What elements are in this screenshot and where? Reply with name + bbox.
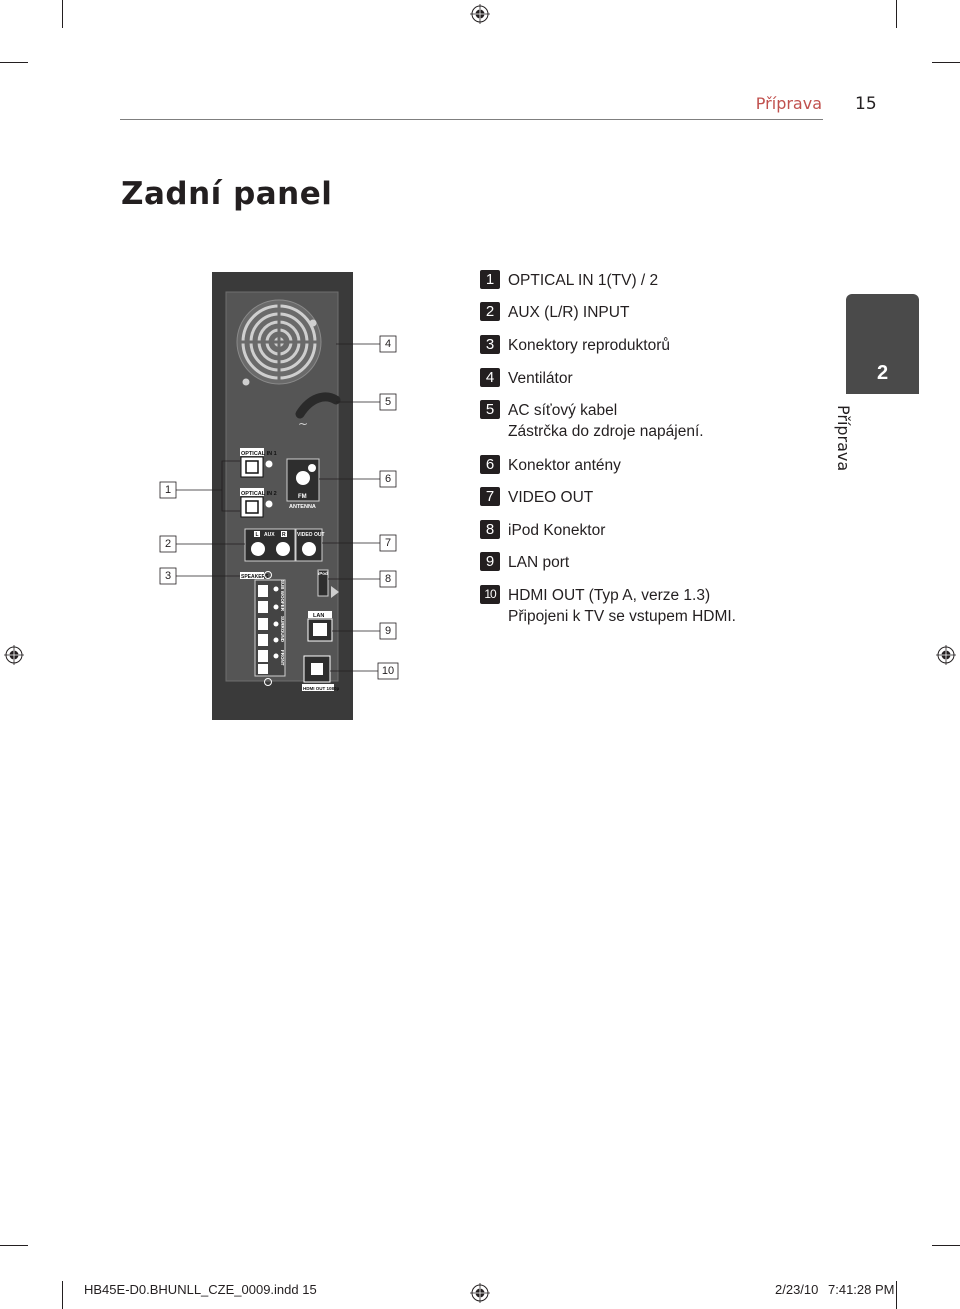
legend-number: 5 bbox=[480, 400, 500, 419]
legend-number: 8 bbox=[480, 520, 500, 539]
legend-text: Konektor antény bbox=[508, 457, 621, 474]
optical-in-2-label: OPTICAL IN 2 bbox=[241, 491, 277, 497]
legend-text: AUX (L/R) INPUT bbox=[508, 304, 630, 321]
hdmi-out-label: HDMI OUT 1080p bbox=[303, 686, 340, 691]
legend-text: LAN port bbox=[508, 554, 570, 571]
svg-text:~: ~ bbox=[298, 417, 308, 431]
callout-label: 9 bbox=[384, 625, 392, 637]
crop-mark bbox=[0, 62, 28, 63]
chapter-tab bbox=[846, 294, 919, 394]
legend-item: 3 Konektory reproduktorů bbox=[480, 335, 670, 356]
rear-panel-illustration: ~ OPTICAL IN 1 OPTICAL IN 2 FM ANTENNA L… bbox=[159, 272, 399, 720]
lan-label: LAN bbox=[313, 613, 324, 619]
callout-label: 4 bbox=[384, 338, 392, 350]
crop-mark bbox=[62, 1281, 63, 1309]
legend-text: Připojeni k TV se vstupem HDMI. bbox=[508, 608, 736, 625]
antenna-label: ANTENNA bbox=[289, 504, 316, 510]
chapter-tab-label: Příprava bbox=[834, 405, 853, 472]
crop-mark bbox=[0, 1245, 28, 1246]
legend-text: VIDEO OUT bbox=[508, 489, 594, 506]
legend-text: Zástrčka do zdroje napájení. bbox=[508, 423, 704, 440]
footer-time: 7:41:28 PM bbox=[828, 1282, 895, 1297]
registration-mark-icon bbox=[470, 1283, 490, 1303]
crop-mark bbox=[932, 62, 960, 63]
aux-label: AUX bbox=[264, 532, 275, 538]
legend-text: AC síťový kabel bbox=[508, 402, 618, 419]
legend-number: 4 bbox=[480, 368, 500, 387]
legend-item: 7 VIDEO OUT bbox=[480, 487, 593, 508]
legend-item: 9 LAN port bbox=[480, 552, 569, 573]
registration-mark-icon bbox=[936, 645, 956, 665]
page-title: Zadní panel bbox=[121, 176, 333, 212]
svg-text:R: R bbox=[282, 532, 286, 538]
registration-mark-icon bbox=[4, 645, 24, 665]
footer-file-name: HB45E-D0.BHUNLL_CZE_0009.indd 15 bbox=[84, 1282, 317, 1297]
registration-mark-icon bbox=[470, 4, 490, 24]
callout-label: 10 bbox=[381, 665, 395, 677]
legend-text: Ventilátor bbox=[508, 370, 573, 387]
legend-text: OPTICAL IN 1(TV) / 2 bbox=[508, 272, 659, 289]
crop-mark bbox=[62, 0, 63, 28]
svg-text:FRONT: FRONT bbox=[280, 650, 285, 666]
ac-cord-icon: ~ bbox=[295, 392, 341, 431]
svg-text:SURROUND: SURROUND bbox=[280, 616, 285, 643]
speakers-label: SPEAKERS bbox=[241, 574, 269, 580]
header-page-number: 15 bbox=[855, 94, 877, 114]
legend-item: 10 HDMI OUT (Typ A, verze 1.3) Připojeni… bbox=[480, 585, 736, 627]
fm-label: FM bbox=[298, 494, 307, 500]
footer-date: 2/23/10 bbox=[775, 1282, 819, 1297]
crop-mark bbox=[896, 0, 897, 28]
legend-text: HDMI OUT (Typ A, verze 1.3) bbox=[508, 587, 711, 604]
callout-label: 3 bbox=[164, 570, 172, 582]
header-divider bbox=[120, 119, 823, 120]
callout-label: 2 bbox=[164, 538, 172, 550]
callout-label: 5 bbox=[384, 396, 392, 408]
svg-text:SUB WOOFER: SUB WOOFER bbox=[280, 580, 285, 612]
svg-text:L: L bbox=[256, 532, 259, 538]
legend-text: Konektory reproduktorů bbox=[508, 337, 670, 354]
ipod-label: iPod bbox=[318, 571, 328, 576]
video-out-label: VIDEO OUT bbox=[297, 532, 325, 538]
crop-mark bbox=[932, 1245, 960, 1246]
legend-item: 4 Ventilátor bbox=[480, 368, 573, 389]
legend-item: 2 AUX (L/R) INPUT bbox=[480, 302, 629, 323]
legend-item: 5 AC síťový kabel Zástrčka do zdroje nap… bbox=[480, 400, 704, 442]
legend-text: iPod Konektor bbox=[508, 522, 606, 539]
header-section-title: Příprava bbox=[755, 94, 822, 113]
legend-number: 2 bbox=[480, 302, 500, 321]
legend-number: 3 bbox=[480, 335, 500, 354]
optical-in-1-label: OPTICAL IN 1 bbox=[241, 451, 277, 457]
crop-mark bbox=[896, 1281, 897, 1309]
legend-item: 8 iPod Konektor bbox=[480, 520, 605, 541]
legend-number: 9 bbox=[480, 552, 500, 571]
fan-icon bbox=[236, 299, 322, 385]
callout-label: 8 bbox=[384, 573, 392, 585]
legend-number: 10 bbox=[480, 585, 500, 604]
callout-label: 7 bbox=[384, 537, 392, 549]
legend-item: 6 Konektor antény bbox=[480, 455, 621, 476]
callout-label: 6 bbox=[384, 473, 392, 485]
legend-number: 7 bbox=[480, 487, 500, 506]
legend-number: 6 bbox=[480, 455, 500, 474]
legend-number: 1 bbox=[480, 270, 500, 289]
callout-label: 1 bbox=[164, 484, 172, 496]
chapter-tab-number: 2 bbox=[876, 362, 889, 384]
legend-item: 1 OPTICAL IN 1(TV) / 2 bbox=[480, 270, 658, 291]
